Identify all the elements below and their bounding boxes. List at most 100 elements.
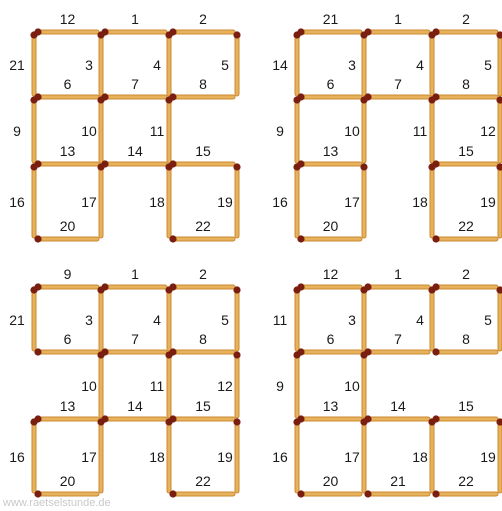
stick-number: 16 (272, 450, 288, 464)
matchstick-horizontal[interactable] (169, 415, 233, 422)
matchstick-vertical[interactable] (428, 286, 435, 349)
match-head-icon (293, 351, 300, 358)
matchstick-vertical[interactable] (428, 163, 435, 236)
matchstick-horizontal[interactable] (432, 283, 496, 290)
matchstick-horizontal[interactable] (297, 490, 360, 497)
matchstick-vertical[interactable] (293, 96, 300, 161)
matchstick-vertical[interactable] (165, 418, 172, 491)
matchstick-horizontal[interactable] (101, 415, 165, 422)
matchstick-horizontal[interactable] (101, 93, 165, 100)
matchstick-horizontal[interactable] (34, 28, 97, 35)
matchstick-horizontal[interactable] (34, 160, 97, 167)
matchstick-vertical[interactable] (30, 286, 37, 349)
matchstick-vertical[interactable] (97, 96, 104, 161)
matchstick-vertical[interactable] (30, 96, 37, 161)
matchstick-horizontal[interactable] (34, 93, 97, 100)
matchstick-horizontal[interactable] (169, 283, 233, 290)
matchstick-vertical[interactable] (233, 31, 240, 94)
matchstick-vertical[interactable] (97, 351, 104, 416)
matchstick-vertical[interactable] (165, 286, 172, 349)
matchstick-vertical[interactable] (428, 418, 435, 491)
matchstick-horizontal[interactable] (364, 415, 428, 422)
matchstick-horizontal[interactable] (432, 490, 496, 497)
matchstick-horizontal[interactable] (101, 348, 165, 355)
stick-number: 15 (195, 144, 211, 158)
matchstick-vertical[interactable] (30, 163, 37, 236)
matchstick-horizontal[interactable] (297, 415, 360, 422)
matchstick-horizontal[interactable] (297, 28, 360, 35)
matchstick-vertical[interactable] (97, 163, 104, 236)
matchstick-vertical[interactable] (293, 418, 300, 491)
matchstick-vertical[interactable] (30, 31, 37, 94)
matchstick-vertical[interactable] (360, 418, 367, 491)
matchstick-vertical[interactable] (496, 286, 502, 349)
matchstick-horizontal[interactable] (297, 160, 360, 167)
matchstick-horizontal[interactable] (297, 283, 360, 290)
matchstick-horizontal[interactable] (364, 283, 428, 290)
matchstick-horizontal[interactable] (169, 93, 233, 100)
matchstick-vertical[interactable] (293, 351, 300, 416)
matchstick-vertical[interactable] (165, 163, 172, 236)
matchstick-vertical[interactable] (360, 351, 367, 416)
matchstick-horizontal[interactable] (34, 415, 97, 422)
matchstick-horizontal[interactable] (364, 28, 428, 35)
matchstick-horizontal[interactable] (364, 490, 428, 497)
matchstick-horizontal[interactable] (101, 28, 165, 35)
matchstick-vertical[interactable] (233, 351, 240, 416)
matchstick-horizontal[interactable] (297, 93, 360, 100)
matchstick-vertical[interactable] (496, 31, 502, 94)
matchstick-vertical[interactable] (496, 96, 502, 161)
matchstick-horizontal[interactable] (169, 28, 233, 35)
matchstick-horizontal[interactable] (34, 348, 97, 355)
matchstick-vertical[interactable] (360, 31, 367, 94)
matchstick-vertical[interactable] (360, 96, 367, 161)
matchstick-horizontal[interactable] (34, 235, 97, 242)
matchstick-horizontal[interactable] (432, 415, 496, 422)
match-head-icon (233, 31, 240, 38)
matchstick-vertical[interactable] (233, 418, 240, 491)
stick-number: 14 (390, 399, 406, 413)
matchstick-vertical[interactable] (233, 286, 240, 349)
matchstick-vertical[interactable] (496, 418, 502, 491)
matchstick-vertical[interactable] (165, 96, 172, 161)
matchstick-vertical[interactable] (428, 96, 435, 161)
matchstick-vertical[interactable] (496, 163, 502, 236)
matchstick-vertical[interactable] (360, 286, 367, 349)
matchstick-vertical[interactable] (165, 351, 172, 416)
matchstick-vertical[interactable] (293, 286, 300, 349)
matchstick-horizontal[interactable] (364, 93, 428, 100)
match-head-icon (432, 490, 439, 497)
matchstick-vertical[interactable] (233, 163, 240, 236)
matchstick-horizontal[interactable] (169, 348, 233, 355)
matchstick-horizontal[interactable] (169, 235, 233, 242)
matchstick-vertical[interactable] (360, 163, 367, 236)
stick-number: 20 (323, 474, 339, 488)
matchstick-horizontal[interactable] (432, 160, 496, 167)
matchstick-vertical[interactable] (293, 163, 300, 236)
matchstick-horizontal[interactable] (432, 93, 496, 100)
matchstick-horizontal[interactable] (169, 160, 233, 167)
matchstick-vertical[interactable] (428, 31, 435, 94)
matchstick-horizontal[interactable] (169, 490, 233, 497)
matchstick-horizontal[interactable] (432, 348, 496, 355)
match-head-icon (233, 163, 240, 170)
matchstick-horizontal[interactable] (297, 348, 360, 355)
matchstick-vertical[interactable] (97, 418, 104, 491)
matchstick-horizontal[interactable] (34, 283, 97, 290)
match-head-icon (34, 348, 41, 355)
matchstick-horizontal[interactable] (432, 28, 496, 35)
stick-number: 10 (81, 124, 97, 138)
stick-number: 9 (276, 379, 284, 393)
matchstick-vertical[interactable] (165, 31, 172, 94)
stick-number: 21 (390, 474, 406, 488)
matchstick-horizontal[interactable] (432, 235, 496, 242)
matchstick-horizontal[interactable] (297, 235, 360, 242)
matchstick-vertical[interactable] (293, 31, 300, 94)
matchstick-vertical[interactable] (30, 418, 37, 491)
matchstick-horizontal[interactable] (364, 348, 428, 355)
matchstick-vertical[interactable] (97, 31, 104, 94)
stick-number: 18 (412, 450, 428, 464)
matchstick-horizontal[interactable] (101, 283, 165, 290)
matchstick-horizontal[interactable] (101, 160, 165, 167)
matchstick-vertical[interactable] (97, 286, 104, 349)
